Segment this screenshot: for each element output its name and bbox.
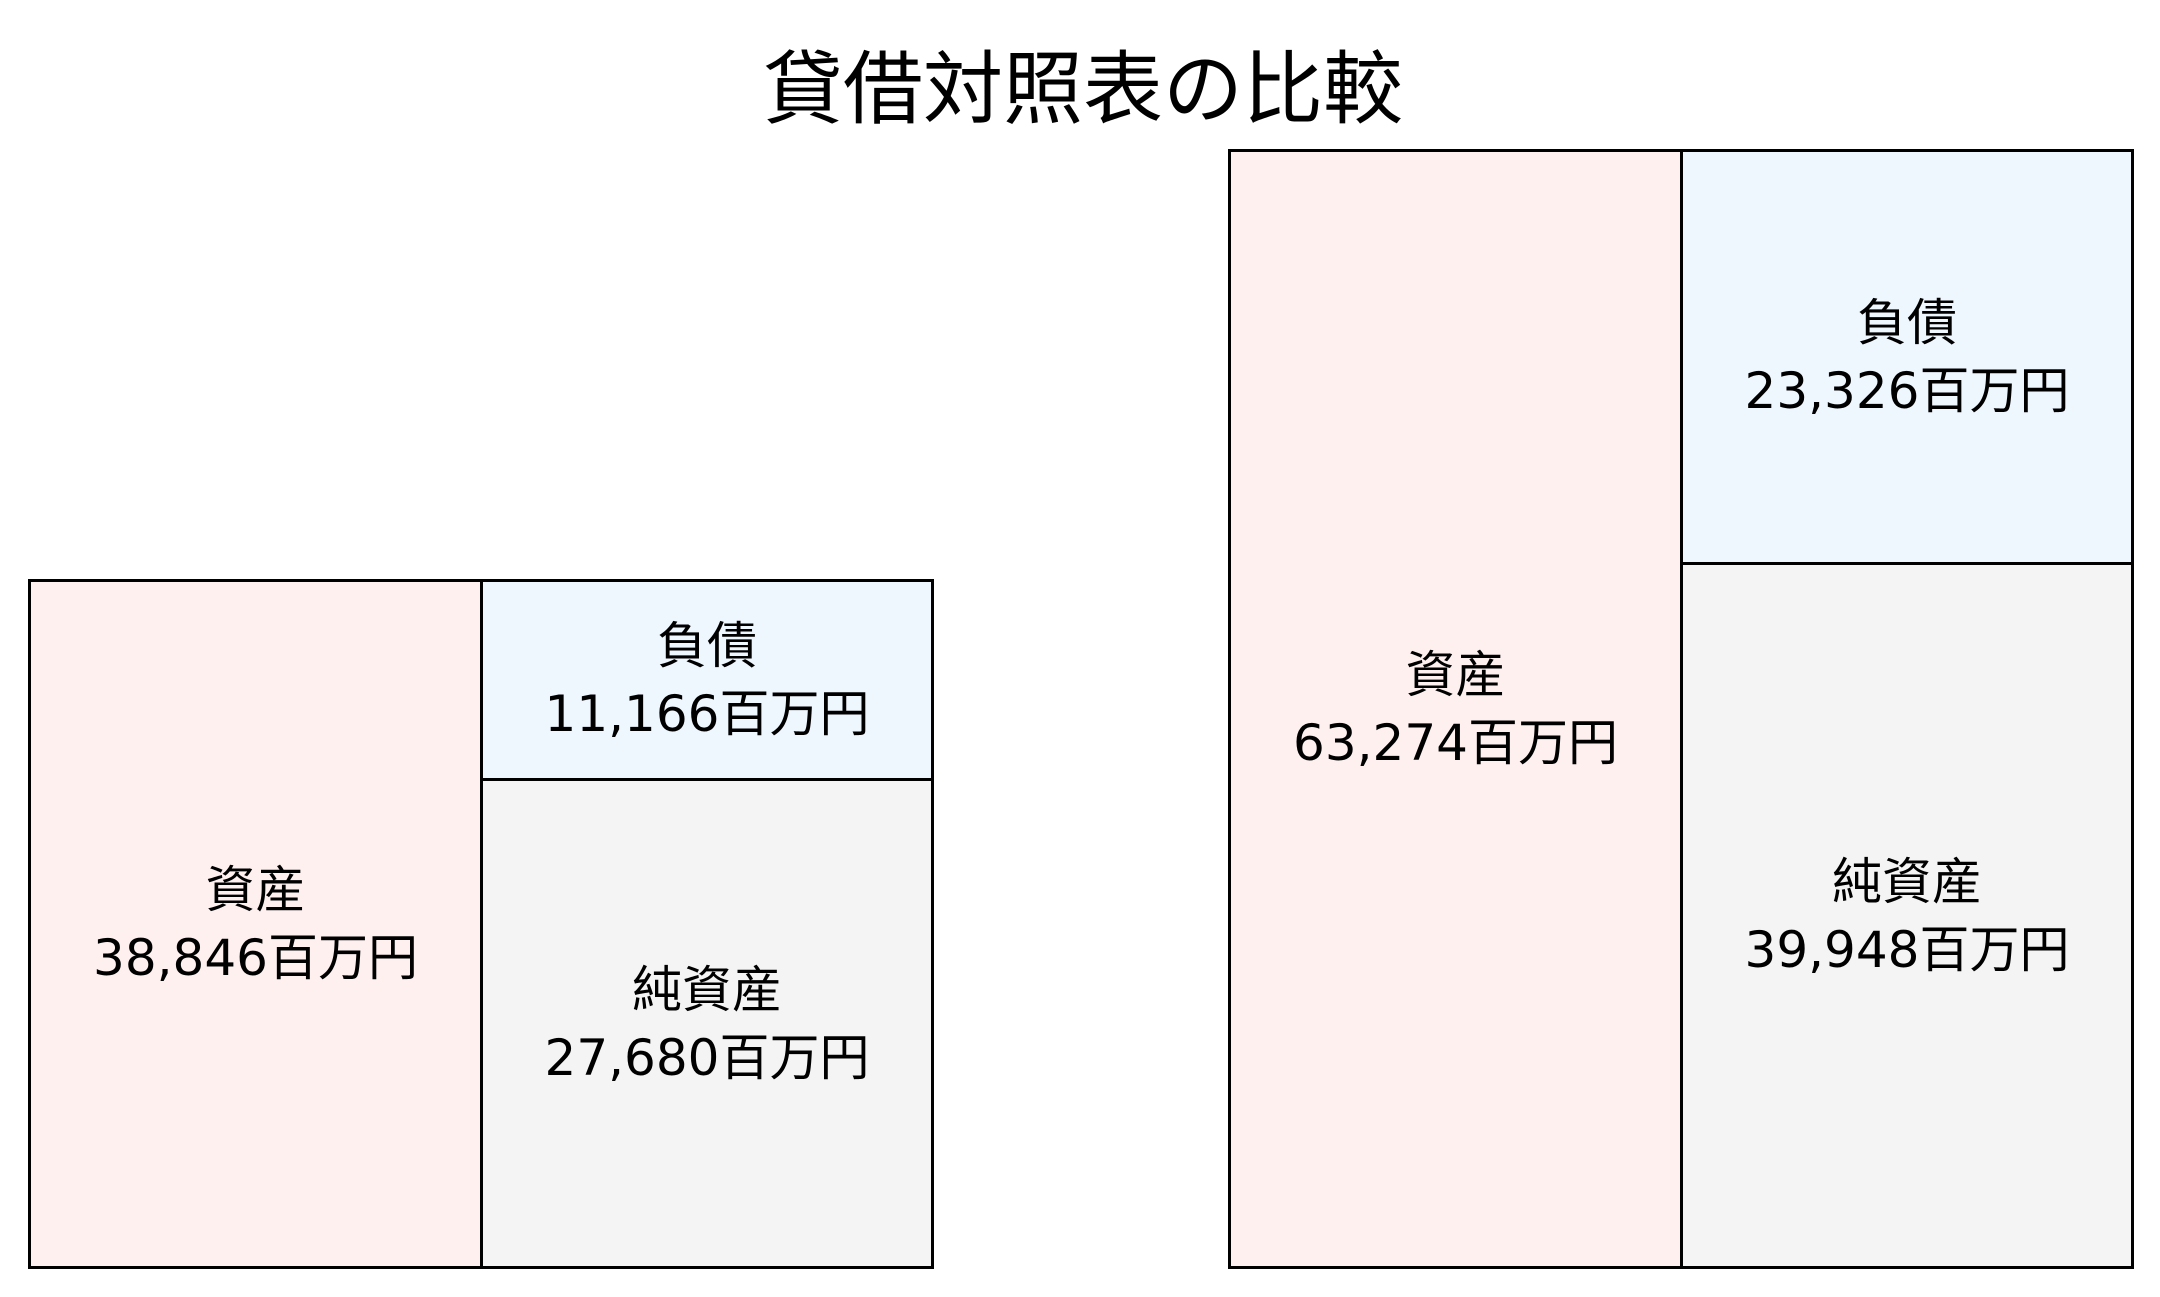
equity-block: 純資産 27,680百万円	[483, 781, 931, 1266]
liabilities-label: 負債	[657, 617, 757, 675]
assets-value: 38,846百万円	[93, 929, 418, 987]
assets-block: 資産 63,274百万円	[1231, 152, 1683, 1266]
liabilities-block: 負債 23,326百万円	[1683, 152, 2131, 565]
assets-block: 資産 38,846百万円	[31, 582, 483, 1266]
balance-sheet-right: 資産 63,274百万円 負債 23,326百万円 純資産 39,948百万円	[1228, 149, 2134, 1269]
equity-value: 39,948百万円	[1744, 920, 2070, 979]
equity-value: 27,680百万円	[544, 1028, 870, 1087]
liabilities-label: 負債	[1857, 294, 1957, 352]
equity-label: 純資産	[1832, 852, 1982, 911]
chart-title: 貸借対照表の比較	[763, 43, 1403, 136]
liabilities-block: 負債 11,166百万円	[483, 582, 931, 781]
assets-label: 資産	[1405, 646, 1506, 704]
equity-label: 純資産	[632, 960, 782, 1019]
assets-value: 63,274百万円	[1293, 714, 1618, 772]
liabilities-value: 11,166百万円	[544, 685, 870, 743]
balance-sheet-left: 資産 38,846百万円 負債 11,166百万円 純資産 27,680百万円	[28, 579, 934, 1269]
liabilities-value: 23,326百万円	[1744, 362, 2070, 420]
assets-label: 資産	[205, 861, 306, 919]
equity-block: 純資産 39,948百万円	[1683, 565, 2131, 1266]
